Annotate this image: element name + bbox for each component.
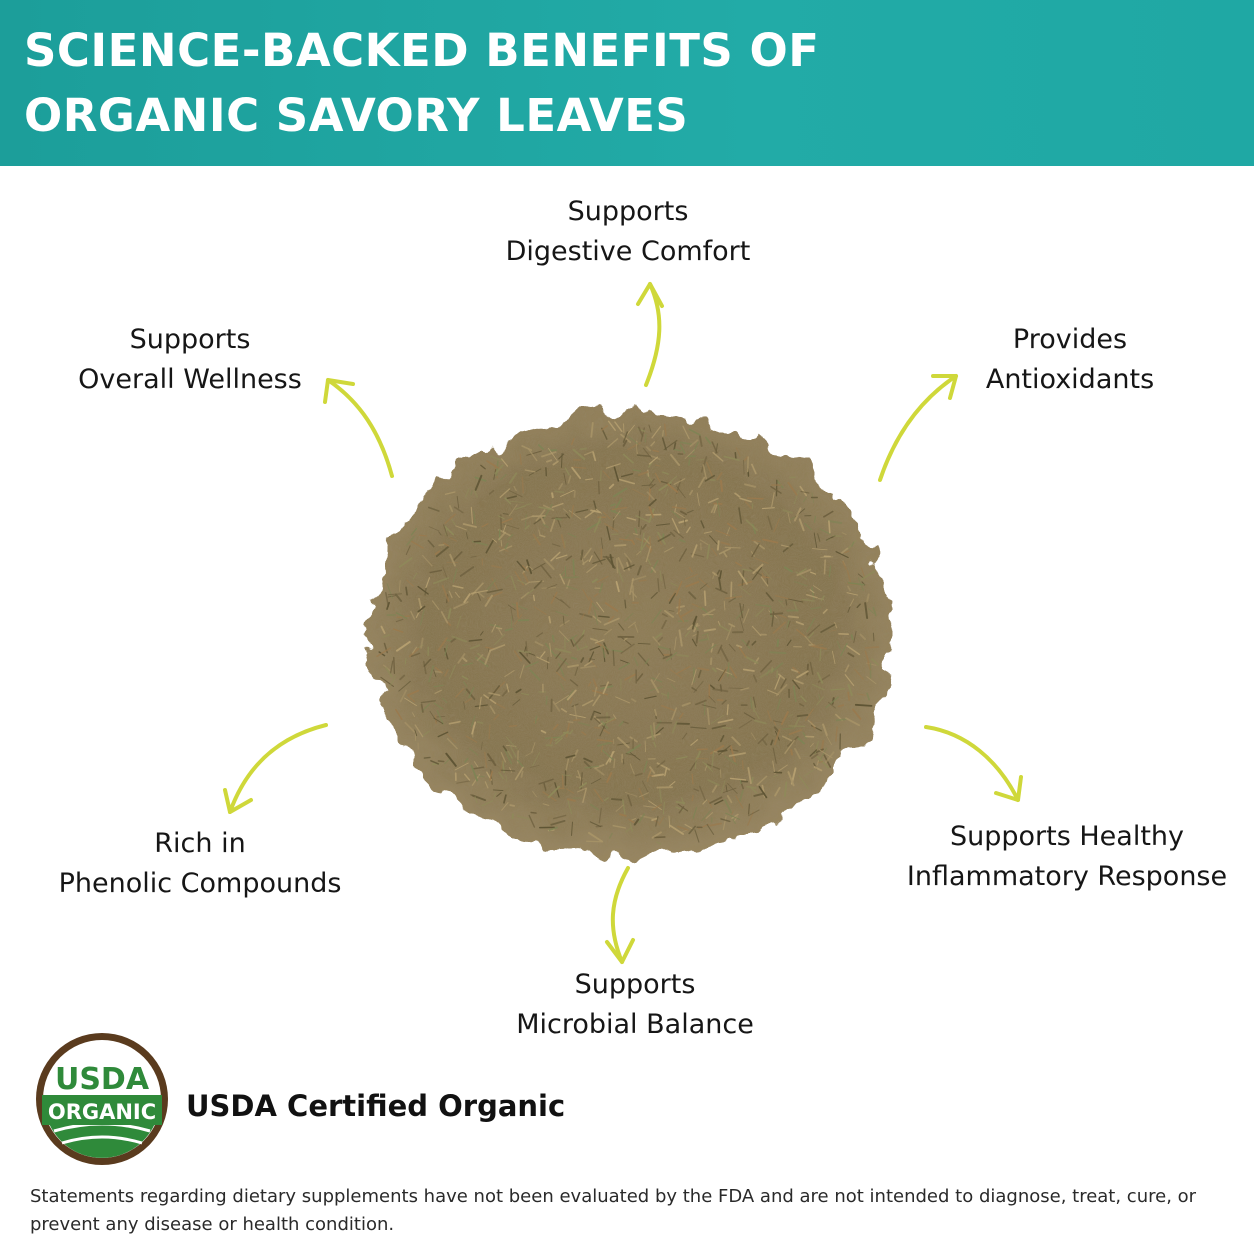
benefit-line: Overall Wellness (78, 364, 302, 395)
page-title-line-2: ORGANIC SAVORY LEAVES (24, 89, 689, 142)
header-banner: SCIENCE-BACKED BENEFITS OF ORGANIC SAVOR… (0, 0, 1254, 166)
usda-organic-seal: USDA ORGANIC (34, 1031, 170, 1167)
benefit-line: Antioxidants (985, 364, 1155, 395)
usda-organic-seal-icon: USDA ORGANIC (36, 1033, 168, 1165)
benefit-microbial-balance: Supports Microbial Balance (480, 965, 790, 1045)
page-title-line-1: SCIENCE-BACKED BENEFITS OF (24, 24, 820, 77)
fda-disclaimer: Statements regarding dietary supplements… (30, 1186, 1197, 1235)
arrow-down-icon (605, 866, 635, 964)
benefit-line: Phenolic Compounds (58, 868, 342, 899)
arrow-up-icon (636, 282, 664, 387)
arrow-down-left-icon (223, 723, 328, 814)
benefit-line: Microbial Balance (516, 1009, 754, 1040)
benefit-line: Supports Healthy (949, 821, 1185, 852)
page-title: SCIENCE-BACKED BENEFITS OF ORGANIC SAVOR… (24, 18, 1124, 148)
herb-pile-image (340, 390, 920, 880)
benefit-digestive-comfort: Supports Digestive Comfort (470, 192, 786, 272)
benefit-phenolic-compounds: Rich in Phenolic Compounds (30, 824, 370, 904)
benefit-line: Supports (567, 196, 689, 227)
benefit-line: Inflammatory Response (906, 861, 1228, 892)
usda-seal-top-text: USDA (55, 1062, 150, 1097)
benefit-line: Digestive Comfort (505, 236, 751, 267)
dried-savory-leaves-icon (368, 413, 892, 857)
benefit-line: Provides (1012, 324, 1128, 355)
arrow-down-right-icon (924, 725, 1023, 802)
benefit-line: Supports (129, 324, 251, 355)
benefit-line: Rich in (154, 828, 246, 859)
benefit-inflammatory-response: Supports Healthy Inflammatory Response (884, 817, 1250, 897)
certification-label: USDA Certified Organic (186, 1089, 566, 1123)
benefit-line: Supports (574, 969, 696, 1000)
usda-seal-bottom-text: ORGANIC (48, 1100, 156, 1124)
benefit-antioxidants: Provides Antioxidants (950, 320, 1190, 400)
benefit-overall-wellness: Supports Overall Wellness (40, 320, 340, 400)
